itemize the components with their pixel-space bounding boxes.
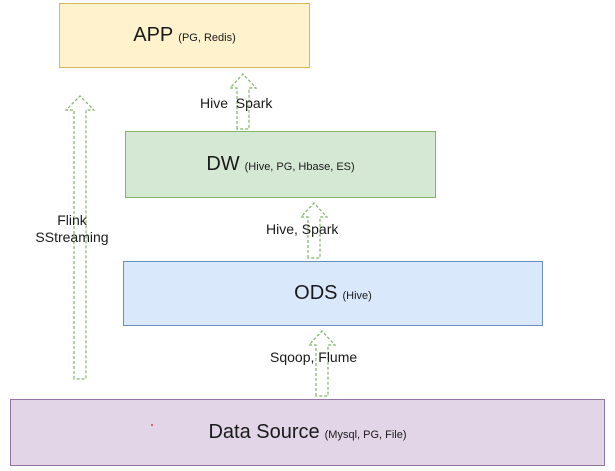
realtime-label-line2: SStreaming [35,229,109,245]
app-layer-title: APP [133,24,174,46]
app-layer-detail: (PG, Redis) [178,31,236,44]
dw-layer-title: DW [206,153,240,175]
arrow-flink-sstreaming [64,95,96,380]
ods-to-dw-label: Hive, Spark [266,221,339,237]
realtime-flow-label: Flink SStreaming [22,212,122,246]
source-to-ods-label: Sqoop, Flume [270,349,358,365]
stray-dot [151,424,153,426]
data-source-layer: Data Source (Mysql, PG, File) [10,399,605,466]
arrow-ods-to-dw [299,202,329,259]
dw-layer-detail: (Hive, PG, Hbase, ES) [244,160,355,173]
dw-to-app-label: Hive Spark [200,95,273,111]
data-source-layer-detail: (Mysql, PG, File) [324,428,407,441]
app-layer: APP (PG, Redis) [59,3,310,68]
arrow-dw-to-app [228,73,258,130]
arrow-source-to-ods [307,330,337,397]
ods-layer: ODS (Hive) [123,261,543,326]
ods-layer-detail: (Hive) [342,289,372,302]
ods-layer-title: ODS [294,282,338,304]
realtime-label-line1: Flink [57,212,87,228]
dw-layer: DW (Hive, PG, Hbase, ES) [125,131,436,198]
data-source-layer-title: Data Source [208,421,320,443]
